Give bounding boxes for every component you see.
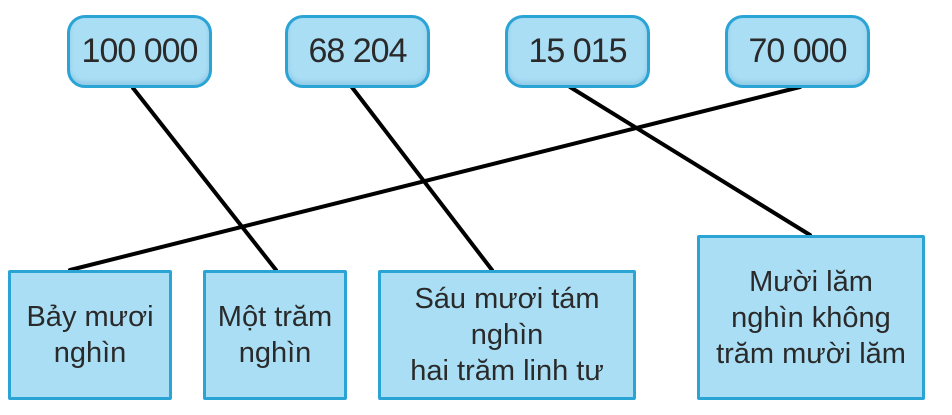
word-line: Mười lăm — [749, 265, 873, 298]
word-line: nghìn không — [731, 301, 891, 334]
number-label: 15 015 — [528, 32, 628, 70]
line-100000-to-mot-tram-nghin — [131, 86, 278, 272]
line-15015-to-muoi-lam-nghin — [568, 85, 812, 237]
number-box-100000[interactable]: 100 000 — [67, 15, 212, 88]
word-line: nghìn — [53, 337, 127, 369]
word-box-muoi-lam-nghin[interactable]: Mười lăm nghìn không trăm mười lăm — [697, 235, 925, 400]
number-box-15015[interactable]: 15 015 — [505, 15, 650, 88]
number-label: 68 204 — [308, 32, 408, 70]
number-label: 70 000 — [748, 32, 848, 70]
number-box-68204[interactable]: 68 204 — [285, 15, 430, 88]
word-box-mot-tram-nghin[interactable]: Một trăm nghìn — [203, 270, 347, 400]
word-line: hai trăm linh tư — [410, 355, 604, 387]
word-line: Một trăm — [217, 301, 333, 333]
word-line: nghìn — [238, 337, 312, 369]
word-line: Sáu mươi tám nghìn — [414, 283, 600, 351]
number-box-70000[interactable]: 70 000 — [725, 15, 870, 88]
word-line: trăm mười lăm — [716, 337, 906, 370]
word-line: Bảy mươi — [26, 301, 154, 333]
number-label: 100 000 — [81, 32, 199, 70]
word-box-bay-muoi-nghin[interactable]: Bảy mươi nghìn — [8, 270, 172, 400]
word-box-sau-muoi-tam-nghin[interactable]: Sáu mươi tám nghìn hai trăm linh tư — [378, 270, 636, 400]
line-70000-to-bay-muoi-nghin — [68, 85, 802, 272]
line-68204-to-sau-muoi-tam-nghin — [349, 84, 494, 272]
